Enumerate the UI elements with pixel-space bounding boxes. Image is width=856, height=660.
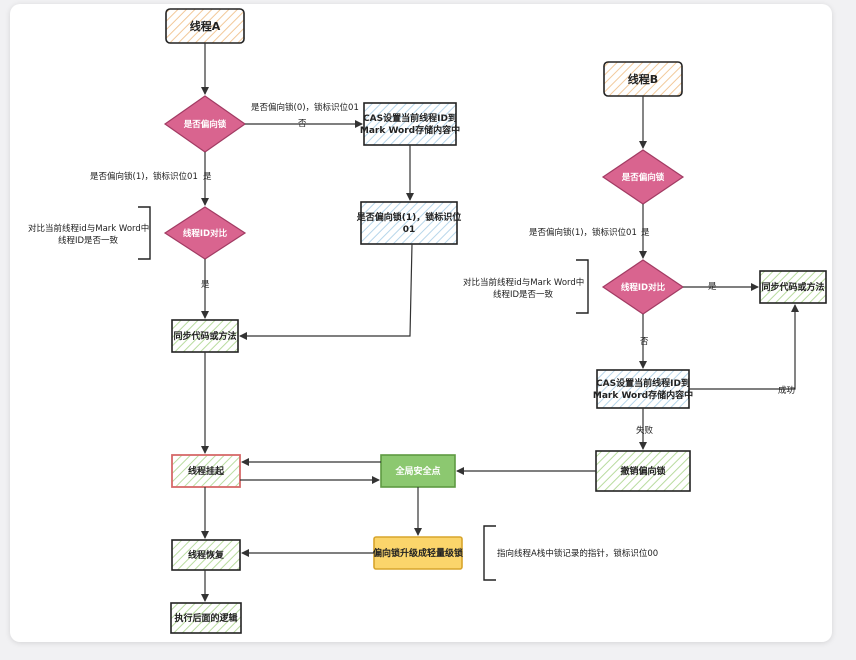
safepoint-label: 全局安全点 [394, 465, 440, 477]
thread-a-label: 线程A [190, 19, 221, 33]
biased-a-label: 是否偏向锁 [183, 119, 227, 130]
cas-b-node [596, 369, 690, 409]
cas-b-line1: CAS设置当前线程ID到 [596, 377, 690, 389]
revoke-label: 撤销偏向锁 [620, 465, 665, 477]
a-yes2-label: 是 [201, 280, 210, 290]
cas-a-line1: CAS设置当前线程ID到 [363, 112, 457, 124]
upgrade-label: 偏向锁升级成轻量级锁 [373, 547, 463, 559]
cas-b-line2: Mark Word存储内容中 [593, 389, 693, 401]
b-fail-label: 失败 [636, 425, 654, 436]
continue-label: 执行后面的逻辑 [174, 612, 237, 624]
compare-a-label: 线程ID对比 [183, 228, 228, 239]
set-biased-a-node [360, 201, 458, 245]
suspend-label: 线程挂起 [188, 465, 225, 477]
continue-node [170, 602, 242, 634]
a-compare-note-2: 线程ID是否一致 [58, 235, 119, 246]
thread-b-label: 线程B [628, 72, 658, 86]
set-biased-a-line2: 01 [403, 225, 416, 235]
cas-a-line2: Mark Word存储内容中 [360, 124, 460, 136]
biased-b-label: 是否偏向锁 [621, 172, 665, 183]
b-yes2-label: 是 [708, 282, 717, 292]
compare-b-label: 线程ID对比 [621, 282, 666, 293]
b-compare-note-2: 线程ID是否一致 [493, 289, 554, 300]
b-no-label: 否 [640, 337, 649, 347]
a-no-label: 否 [298, 119, 307, 129]
b-yes-label: 是 [641, 228, 650, 238]
b-success-label: 成功 [778, 385, 795, 396]
sync-a-node [171, 319, 239, 353]
resume-label: 线程恢复 [188, 549, 225, 561]
a-compare-note-1: 对比当前线程id与Mark Word中 [28, 223, 149, 234]
suspend-node [171, 454, 241, 488]
a-is-biased-label: 是否偏向锁(1)，锁标识位01 [90, 171, 198, 182]
sync-b-label: 同步代码或方法 [761, 281, 824, 293]
upgrade-note: 指向线程A栈中锁记录的指针，锁标识位00 [497, 548, 658, 559]
sync-a-label: 同步代码或方法 [173, 330, 236, 342]
sync-b-node [759, 270, 827, 304]
b-compare-note-1: 对比当前线程id与Mark Word中 [463, 277, 584, 288]
a-not-biased-label: 是否偏向锁(0)，锁标识位01 [251, 102, 359, 113]
b-is-biased-label: 是否偏向锁(1)，锁标识位01 [529, 227, 637, 238]
cas-a-node [363, 102, 457, 146]
set-biased-a-line1: 是否偏向锁(1)，锁标识位 [356, 211, 462, 223]
resume-node [171, 539, 241, 571]
a-yes-label: 是 [203, 172, 212, 182]
